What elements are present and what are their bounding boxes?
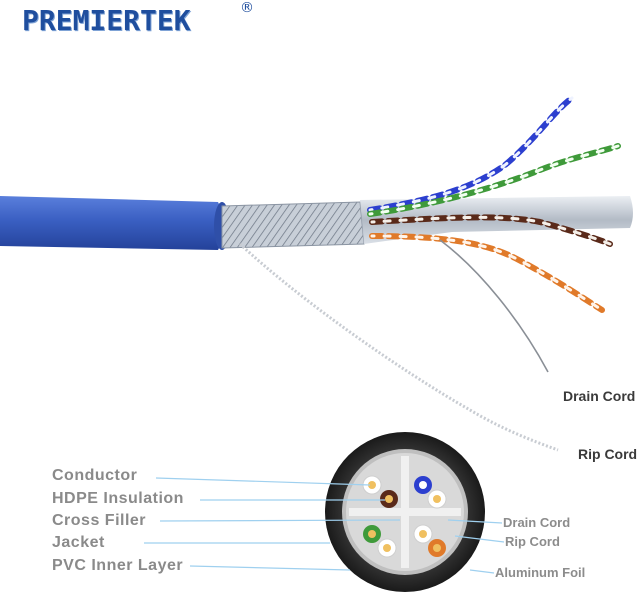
label-leader-lines — [144, 477, 505, 574]
label-drain-cord: Drain Cord — [503, 515, 571, 530]
pair-orange — [369, 233, 605, 313]
label-jacket: Jacket — [52, 534, 105, 551]
drain-cord — [439, 239, 549, 373]
label-rip-cord: Rip Cord — [505, 534, 560, 549]
braid-shield — [222, 202, 364, 248]
rip-cord-callout: Rip Cord — [578, 446, 638, 462]
pair-green-section — [363, 525, 397, 558]
label-conductor: Conductor — [52, 467, 138, 484]
logo-initial: P — [22, 4, 39, 37]
registered-mark: ® — [240, 0, 254, 16]
aluminum-foil-wrap — [360, 196, 633, 244]
cross-section — [325, 432, 485, 592]
cable-jacket — [0, 196, 225, 250]
pair-blue-section — [414, 476, 447, 509]
label-aluminum-foil: Aluminum Foil — [495, 565, 586, 580]
label-cross-filler: Cross Filler — [52, 512, 147, 529]
logo-text: REMIERTEK — [38, 4, 191, 37]
pair-green — [367, 143, 621, 217]
premiertek-logo: PREMIERTEK — [22, 4, 191, 37]
label-pvc-inner-layer: PVC Inner Layer — [52, 557, 184, 574]
rip-cord — [238, 242, 559, 452]
drain-cord-callout: Drain Cord — [563, 388, 636, 404]
pair-orange-section — [413, 524, 446, 557]
label-hdpe-insulation: HDPE Insulation — [52, 490, 184, 507]
